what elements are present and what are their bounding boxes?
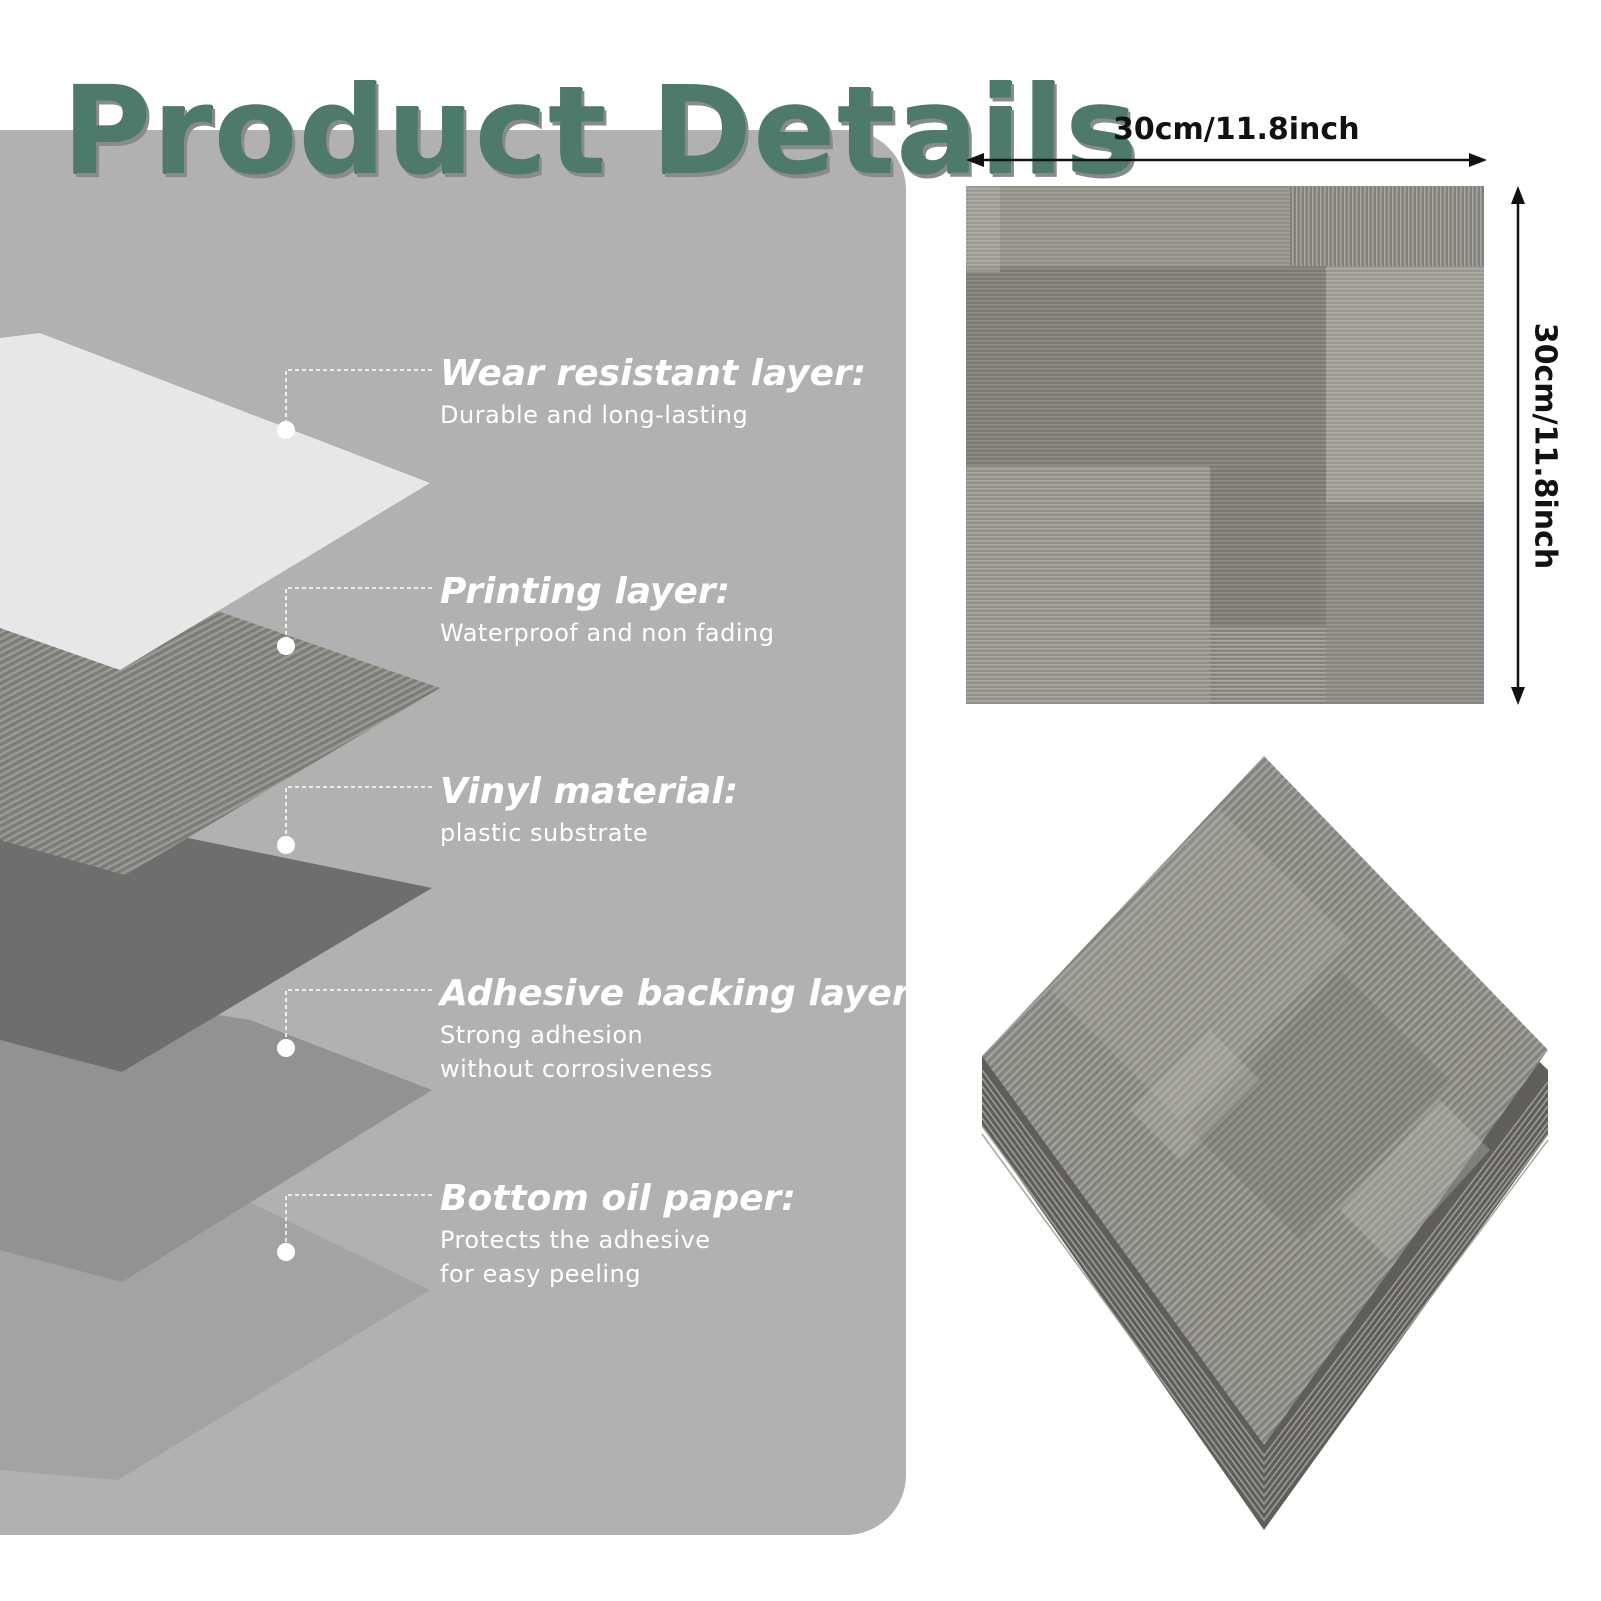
label-printing: Printing layer: Waterproof and non fadin… <box>440 570 774 650</box>
connector-dot <box>277 1243 295 1261</box>
label-description: for easy peeling <box>440 1260 641 1288</box>
layer-wear-resistant <box>0 333 430 670</box>
label-description: plastic substrate <box>440 819 649 847</box>
label-vinyl: Vinyl material: plastic substrate <box>440 770 738 850</box>
label-title: Printing layer: <box>440 571 731 612</box>
label-bottom-oil-paper: Bottom oil paper: Protects the adhesive … <box>440 1177 796 1291</box>
label-wear-resistant: Wear resistant layer: Durable and long-l… <box>440 352 866 432</box>
label-description: without corrosiveness <box>440 1055 713 1083</box>
height-dimension-label: 30cm/11.8inch <box>1527 322 1563 570</box>
connector-vinyl <box>285 786 432 845</box>
connector-dot <box>277 836 295 854</box>
connector-dot <box>277 1039 295 1057</box>
connector-wear <box>285 369 432 430</box>
layer-vinyl <box>0 818 432 1072</box>
label-description: Protects the adhesive <box>440 1226 711 1254</box>
label-title: Vinyl material: <box>440 771 739 812</box>
connector-dot <box>277 637 295 655</box>
label-description: Strong adhesion <box>440 1021 644 1049</box>
width-dimension-label: 30cm/11.8inch <box>1113 112 1360 147</box>
label-title: Bottom oil paper: <box>440 1178 796 1219</box>
connector-printing <box>285 587 432 646</box>
connector-adhesive <box>285 989 432 1048</box>
label-description: Waterproof and non fading <box>440 619 775 647</box>
layer-printing <box>0 598 440 875</box>
page-title: Product Details <box>62 60 1139 202</box>
connector-dot <box>277 421 295 439</box>
label-title: Wear resistant layer: <box>440 353 867 394</box>
connector-oil <box>285 1194 432 1252</box>
label-adhesive-backing: Adhesive backing layer: Strong adhesion … <box>440 972 924 1086</box>
label-title: Adhesive backing layer: <box>440 973 924 1014</box>
tile-stack <box>981 756 1549 1530</box>
label-description: Durable and long-lasting <box>440 401 749 429</box>
tile-top-view <box>966 186 1484 704</box>
